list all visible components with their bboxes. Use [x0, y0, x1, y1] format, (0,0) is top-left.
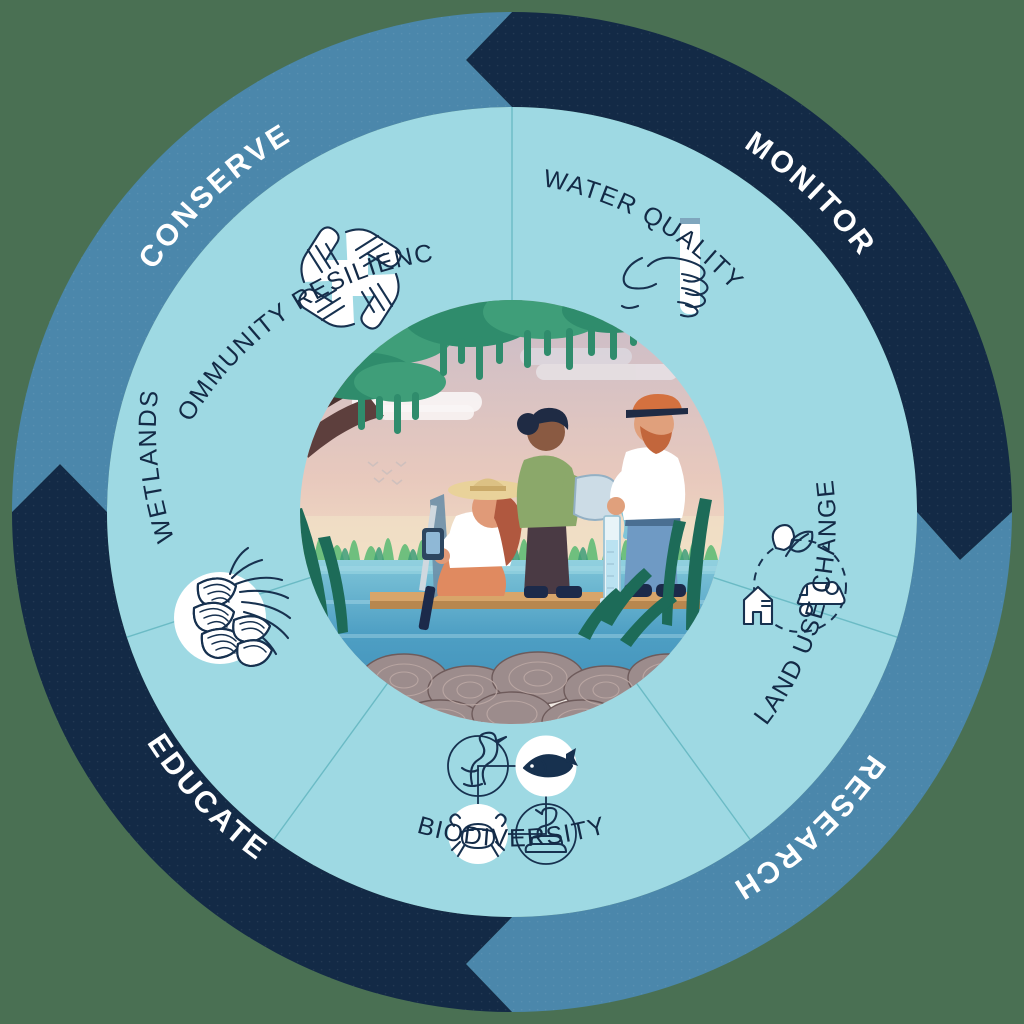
outer-ring: [11, 12, 1012, 1012]
kneeling-researcher-with-hat: [418, 478, 528, 631]
cordgrass-right: [578, 498, 712, 647]
leaf-house-car-cycle-icon: [742, 524, 847, 633]
hand-holding-test-tube-icon: [620, 218, 709, 318]
graduated-cylinder: [600, 515, 624, 604]
birds-icon: [367, 461, 407, 486]
oyster-cluster-with-marsh-grass-icon: [174, 546, 292, 668]
bearded-researcher-with-cap: [607, 394, 688, 597]
heron-fish-crab-snake-grid-icon: [447, 731, 578, 865]
four-interlocking-hands-icon: [298, 226, 402, 330]
center-illustration: [300, 300, 724, 724]
standing-researcher-green-jacket: [516, 407, 631, 598]
